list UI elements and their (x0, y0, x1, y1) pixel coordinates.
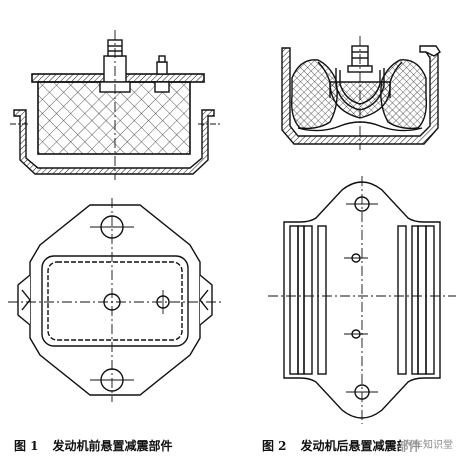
figure-1-caption: 图 1 发动机前悬置减震部件 (14, 436, 173, 454)
figure-2-caption: 图 2 发动机后悬置减震部件 (262, 436, 421, 454)
figure-1-number: 图 1 (14, 438, 39, 453)
rear-mount-section-view (281, 36, 441, 150)
watermark: 汽车知识堂 (401, 436, 455, 451)
figure-1-title: 发动机前悬置减震部件 (52, 438, 173, 453)
front-mount-plan-view (8, 198, 222, 402)
rear-mount-plan-view (268, 176, 456, 424)
figure-2-title: 发动机后悬置减震部件 (300, 438, 421, 453)
front-mount-section-view (10, 30, 220, 180)
figure-2-number: 图 2 (262, 438, 287, 453)
